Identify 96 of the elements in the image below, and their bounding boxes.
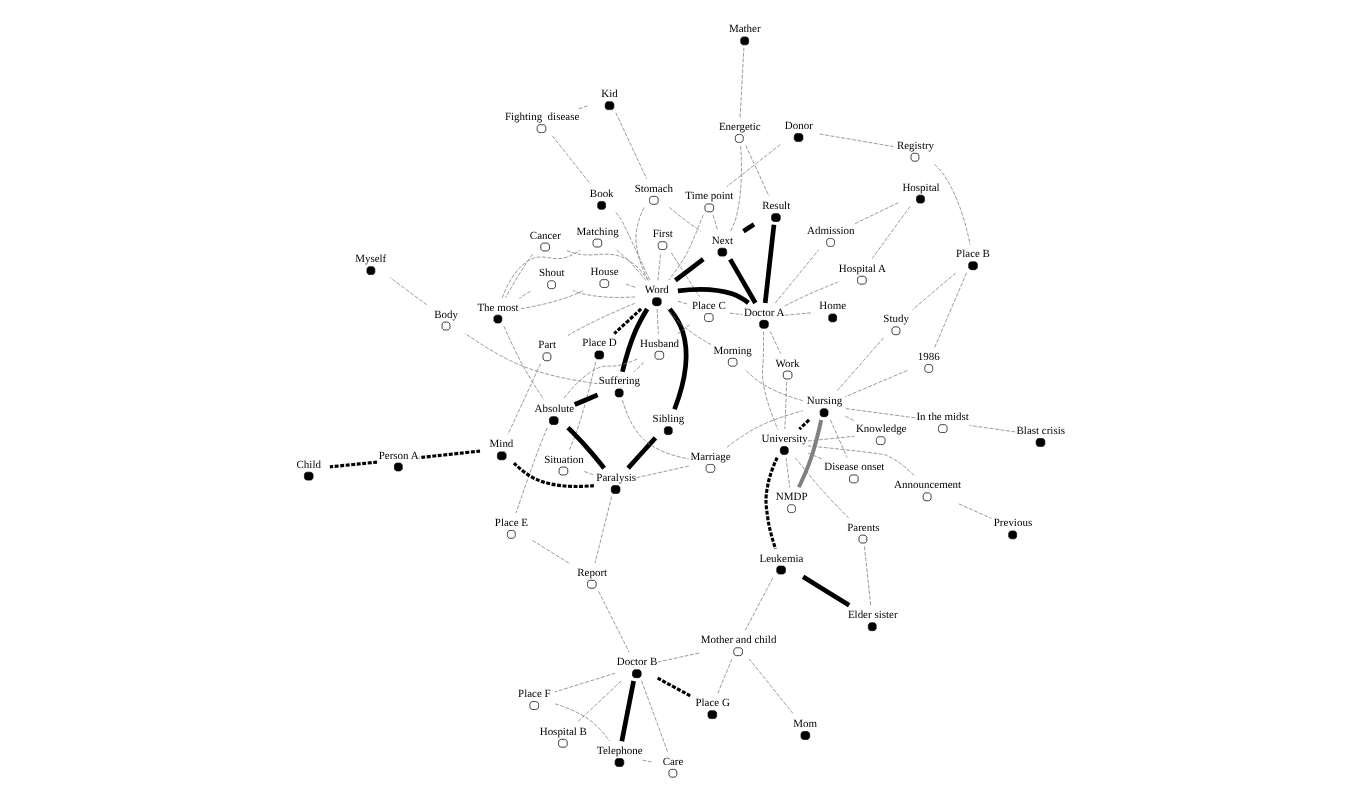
connector xyxy=(503,325,545,400)
connector xyxy=(619,680,636,742)
connector xyxy=(819,133,895,147)
connector xyxy=(419,449,481,460)
connector xyxy=(745,145,770,197)
connector xyxy=(552,135,591,185)
connector xyxy=(728,258,758,305)
connector xyxy=(958,503,992,519)
connector xyxy=(622,399,690,460)
connector xyxy=(567,302,636,336)
connector xyxy=(569,361,597,451)
connector xyxy=(626,436,658,470)
connector xyxy=(785,457,791,488)
connector xyxy=(668,207,702,232)
connector xyxy=(578,105,589,110)
connector xyxy=(668,214,704,281)
connector xyxy=(616,249,647,281)
connector xyxy=(748,658,794,715)
connector xyxy=(798,418,811,431)
connector xyxy=(656,308,659,335)
connector xyxy=(854,202,900,224)
connector xyxy=(836,337,884,392)
connector xyxy=(670,252,700,297)
connector xyxy=(677,324,691,335)
connector xyxy=(515,427,548,514)
connector xyxy=(657,652,700,663)
connector xyxy=(577,680,622,723)
connector xyxy=(554,672,616,693)
connector xyxy=(505,253,534,299)
connector xyxy=(784,381,788,430)
connector xyxy=(912,272,956,310)
connector xyxy=(844,415,855,422)
connector xyxy=(532,540,571,565)
connector xyxy=(762,331,779,430)
connector xyxy=(677,300,688,305)
connector xyxy=(512,461,594,488)
connector xyxy=(864,546,872,606)
connector xyxy=(712,214,719,232)
connector xyxy=(845,408,916,419)
connector xyxy=(594,496,613,564)
connector xyxy=(518,290,584,310)
connector xyxy=(807,435,855,442)
connector xyxy=(729,312,743,315)
connector xyxy=(744,576,774,631)
connector xyxy=(769,330,781,354)
connector xyxy=(774,249,820,304)
connector xyxy=(666,308,712,345)
connector xyxy=(625,283,636,288)
connector xyxy=(762,224,777,304)
connector xyxy=(501,249,581,299)
connector xyxy=(739,47,745,118)
connector xyxy=(641,680,669,753)
connector xyxy=(667,307,689,411)
connector xyxy=(934,272,967,348)
connector xyxy=(830,419,848,458)
connector xyxy=(845,370,908,398)
connector xyxy=(615,212,651,281)
connector xyxy=(613,307,643,335)
connector xyxy=(635,207,649,281)
connector xyxy=(573,392,599,407)
connector xyxy=(464,332,598,385)
connector xyxy=(801,574,851,608)
connector xyxy=(726,410,804,448)
connector xyxy=(636,465,690,479)
connector xyxy=(329,460,378,469)
connector xyxy=(742,222,756,234)
connector xyxy=(583,471,595,476)
connector xyxy=(554,703,610,742)
connector xyxy=(674,257,705,283)
connector xyxy=(764,457,779,550)
connector xyxy=(633,362,645,372)
connector xyxy=(717,658,733,694)
connector xyxy=(389,277,428,306)
connector xyxy=(784,281,838,307)
connector xyxy=(807,445,915,476)
connector xyxy=(656,676,692,698)
connector xyxy=(797,419,824,489)
connector xyxy=(620,307,650,373)
connector xyxy=(730,145,742,232)
connector xyxy=(566,426,606,470)
connector xyxy=(969,425,1016,433)
connector xyxy=(598,590,630,653)
connector xyxy=(642,759,652,763)
connector xyxy=(518,290,531,299)
connector xyxy=(807,452,824,460)
connector xyxy=(615,112,648,180)
connector xyxy=(784,312,812,316)
connector xyxy=(565,249,649,281)
connector xyxy=(794,457,849,519)
connector xyxy=(507,363,541,435)
connector xyxy=(726,144,781,187)
connector xyxy=(572,290,636,298)
connector xyxy=(677,287,750,305)
connector xyxy=(657,252,662,281)
connector xyxy=(934,163,971,245)
connector xyxy=(871,206,911,260)
